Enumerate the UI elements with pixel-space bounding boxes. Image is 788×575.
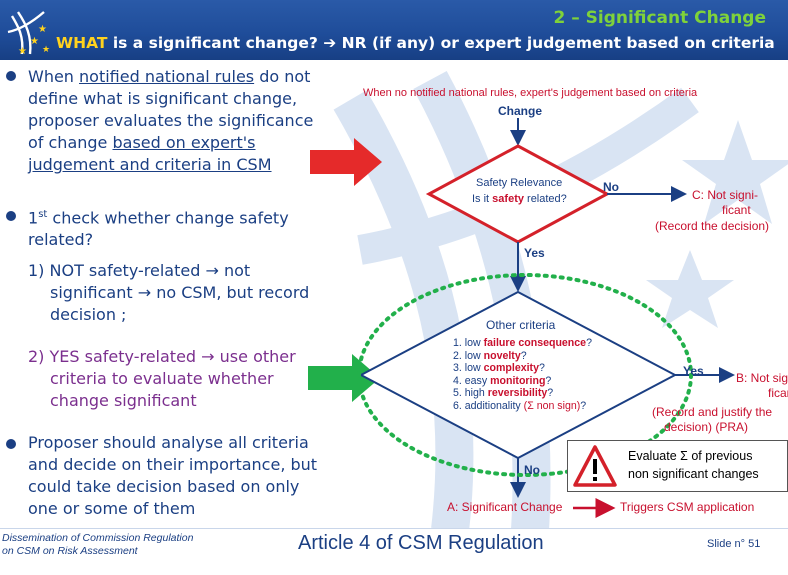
b-not-significant-2: ficant <box>768 386 788 400</box>
text: safety <box>492 193 524 205</box>
slide-number: Slide n° 51 <box>707 538 761 550</box>
footer-divider <box>0 528 788 529</box>
safety-question: Is it safety related? <box>472 193 567 205</box>
subtitle-lead: WHAT <box>56 34 108 52</box>
text: check whether change safety <box>47 208 289 228</box>
text: related? <box>28 230 94 250</box>
link-text: judgement and criteria in CSM <box>28 155 272 174</box>
footer-source: Dissemination of Commission Regulation o… <box>2 532 193 558</box>
criterion-6: 6. additionality (Σ non sign)? <box>453 399 587 412</box>
yes-label: Yes <box>524 246 545 260</box>
criterion-3: 3. low complexity? <box>453 362 545 375</box>
b-record-justify: (Record and justify the <box>652 405 773 419</box>
svg-text:★: ★ <box>42 44 50 54</box>
criterion-4: 4. easy monitoring? <box>453 374 552 387</box>
safety-relevance-label: Safety Relevance <box>476 177 563 189</box>
criterion-5: 5. high reversibility? <box>453 387 554 400</box>
diagram-top-note: When no notified national rules, expert'… <box>363 87 698 99</box>
change-label: Change <box>498 104 543 118</box>
svg-text:★: ★ <box>30 36 39 47</box>
text: could take decision based on only <box>28 477 300 496</box>
text: and decide on their importance, but <box>28 455 318 474</box>
red-arrow-icon <box>310 138 382 186</box>
no-label-2: No <box>524 463 540 477</box>
criterion-1: 1. low failure consequence? <box>453 337 592 349</box>
slide-subtitle: WHAT is a significant change? ➔ NR (if a… <box>56 34 775 52</box>
warning-line-1: Evaluate Σ of previous <box>628 449 753 463</box>
text: criteria to evaluate whether <box>50 369 274 388</box>
link-text: notified national rules <box>79 67 255 86</box>
bullet-2: 1st check whether change safety related? <box>28 204 373 251</box>
warning-icon <box>573 445 617 487</box>
warning-line-2: non significant changes <box>628 467 759 481</box>
text: significant → no CSM, but record <box>50 283 310 302</box>
c-not-significant-2: ficant <box>722 203 751 217</box>
warning-box: Evaluate Σ of previous non significant c… <box>567 440 788 492</box>
link-text: based on expert's <box>112 133 256 152</box>
svg-text:★: ★ <box>18 46 27 57</box>
flowchart <box>357 118 735 518</box>
bullet-1: When notified national rules do not defi… <box>28 66 373 176</box>
eu-logo-icon: ★ ★ ★ ★ <box>7 11 50 57</box>
slide-title: 2 – Significant Change <box>553 8 766 28</box>
criterion-2: 2. low novelty? <box>453 349 527 362</box>
criteria-list: 1. low failure consequence? 2. low novel… <box>453 337 592 413</box>
yes-label-2: Yes <box>683 364 704 378</box>
text: st <box>38 209 48 220</box>
footer-article: Article 4 of CSM Regulation <box>298 532 544 554</box>
slide-footer <box>0 528 788 575</box>
c-not-significant: C: Not signi- <box>692 188 759 202</box>
bullet-3: Proposer should analyse all criteria and… <box>28 432 373 520</box>
text: Is it <box>472 193 493 205</box>
text: 1 <box>28 208 39 228</box>
text: decision ; <box>50 305 127 324</box>
no-label: No <box>603 180 619 194</box>
text: 1) NOT safety-related → not <box>28 261 251 280</box>
numbered-2: 2) YES safety-related → use other criter… <box>28 346 373 412</box>
b-not-significant: B: Not signi- <box>736 371 788 385</box>
highlight-ellipse <box>357 273 693 477</box>
text: on CSM on Risk Assessment <box>2 545 138 557</box>
text: 2) YES safety-related → use other <box>28 347 296 366</box>
numbered-1: 1) NOT safety-related → not significant … <box>28 260 373 326</box>
c-record-decision: (Record the decision) <box>655 219 770 233</box>
text: Dissemination of Commission Regulation <box>2 532 194 544</box>
bullet-dot <box>6 71 16 81</box>
text: change significant <box>50 391 197 410</box>
triggers-csm: Triggers CSM application <box>620 500 755 514</box>
bullet-dot <box>6 439 16 449</box>
text: related? <box>523 193 567 205</box>
slide-header <box>0 0 788 60</box>
svg-text:★: ★ <box>38 24 47 35</box>
text: define what is significant change, <box>28 89 298 108</box>
text: Proposer should analyse all criteria <box>28 433 309 452</box>
bullet-dot <box>6 211 16 221</box>
text: one or some of them <box>28 499 196 518</box>
text: do not <box>254 67 311 86</box>
text: proposer evaluates the significance <box>28 111 314 130</box>
text: When <box>28 67 80 86</box>
other-criteria-label: Other criteria <box>486 318 556 332</box>
b-record-justify-2: decision) (PRA) <box>664 420 749 434</box>
text: of change <box>28 133 113 152</box>
a-significant-change: A: Significant Change <box>447 500 563 514</box>
subtitle-rest: is a significant change? ➔ NR (if any) o… <box>107 34 775 52</box>
